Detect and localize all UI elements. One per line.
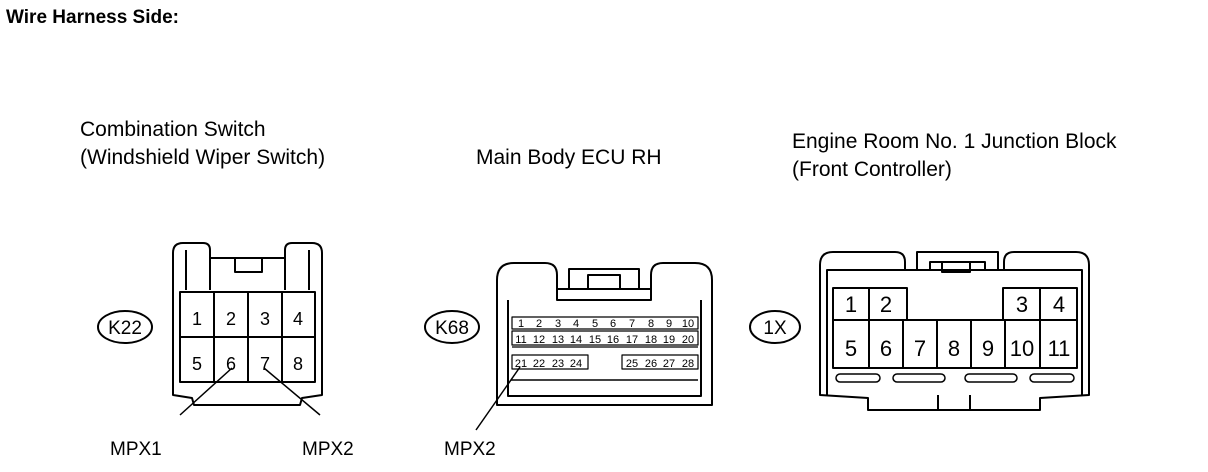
k68-pin-15: 15	[589, 334, 601, 346]
x1-pin-2: 2	[880, 292, 892, 317]
connector-1x-code: 1X	[763, 318, 787, 339]
connector-1x-latch-slots	[835, 373, 1075, 383]
k68-pin-2: 2	[536, 318, 542, 330]
connector-1x-pin-grid	[832, 287, 1078, 369]
callout-k22-mpx1: MPX1	[110, 439, 162, 460]
x1-pin-8: 8	[948, 336, 960, 361]
k22-pin-4: 4	[293, 309, 303, 329]
callout-k22-mpx2: MPX2	[302, 439, 354, 460]
connector-1x-title: Engine Room No. 1 Junction Block (Front …	[792, 128, 1117, 184]
connector-k22-code: K22	[108, 318, 142, 339]
k68-pin-1: 1	[518, 318, 524, 330]
k68-pin-24: 24	[570, 358, 582, 370]
x1-pin-11: 11	[1048, 336, 1071, 361]
k68-pin-22: 22	[533, 358, 545, 370]
k22-pin-6: 6	[226, 354, 236, 374]
x1-pin-7: 7	[914, 336, 926, 361]
k68-pin-27: 27	[663, 358, 675, 370]
connector-k22-title-line-2: (Windshield Wiper Switch)	[80, 146, 326, 169]
connector-k22-title: Combination Switch (Windshield Wiper Swi…	[80, 116, 325, 172]
connector-k68-housing	[496, 262, 713, 406]
connector-k22-leader-lines	[179, 367, 321, 416]
k22-pin-7: 7	[260, 354, 270, 374]
page-heading: Wire Harness Side:	[6, 7, 180, 28]
connector-k22-title-line-1: Combination Switch	[80, 118, 266, 141]
connector-k68-title-line-1: Main Body ECU RH	[476, 146, 662, 169]
callout-k68-mpx2: MPX2	[444, 439, 496, 460]
k22-pin-1: 1	[192, 309, 202, 329]
k68-pin-7: 7	[629, 318, 635, 330]
x1-pin-5: 5	[845, 336, 857, 361]
k68-pin-18: 18	[645, 334, 657, 346]
k68-pin-14: 14	[570, 334, 582, 346]
x1-pin-3: 3	[1016, 292, 1028, 317]
k22-pin-5: 5	[192, 354, 202, 374]
k68-pin-23: 23	[552, 358, 564, 370]
k68-pin-8: 8	[648, 318, 654, 330]
connector-k68-code: K68	[435, 318, 469, 339]
connector-1x-title-line-2: (Front Controller)	[792, 158, 952, 181]
connector-k68-leader-line	[475, 366, 521, 431]
k68-pin-26: 26	[645, 358, 657, 370]
k68-pin-16: 16	[607, 334, 619, 346]
connector-k22-housing	[172, 242, 323, 406]
k68-pin-11: 11	[515, 334, 526, 346]
k68-pin-9: 9	[666, 318, 672, 330]
k68-pin-21: 21	[515, 358, 527, 370]
connector-k68-title: Main Body ECU RH	[476, 144, 662, 172]
k68-pin-3: 3	[555, 318, 561, 330]
x1-pin-9: 9	[982, 336, 994, 361]
x1-pin-1: 1	[845, 292, 857, 317]
connector-1x-housing	[819, 251, 1090, 411]
connector-k22-pins: 1 2 3 4 5 6 7 8	[192, 309, 303, 374]
k68-pin-17: 17	[626, 334, 638, 346]
k22-pin-8: 8	[293, 354, 303, 374]
connector-k22-code-oval	[97, 310, 153, 344]
k68-pin-12: 12	[533, 334, 545, 346]
k68-pin-25: 25	[626, 358, 638, 370]
x1-pin-10: 10	[1010, 336, 1034, 361]
k68-pin-20: 20	[682, 334, 694, 346]
x1-pin-4: 4	[1053, 292, 1065, 317]
k68-pin-28: 28	[682, 358, 694, 370]
x1-pin-6: 6	[880, 336, 892, 361]
k68-pin-19: 19	[663, 334, 675, 346]
k22-pin-3: 3	[260, 309, 270, 329]
connector-k68-code-oval	[424, 310, 480, 344]
k68-pin-10: 10	[682, 318, 694, 330]
k22-pin-2: 2	[226, 309, 236, 329]
connector-1x-title-line-1: Engine Room No. 1 Junction Block	[792, 130, 1117, 153]
connector-k68-pin-grid	[511, 316, 699, 370]
k68-pin-13: 13	[552, 334, 564, 346]
k68-pin-5: 5	[592, 318, 598, 330]
k68-pin-4: 4	[573, 318, 579, 330]
connector-1x-code-oval	[749, 310, 801, 344]
k68-pin-6: 6	[610, 318, 616, 330]
